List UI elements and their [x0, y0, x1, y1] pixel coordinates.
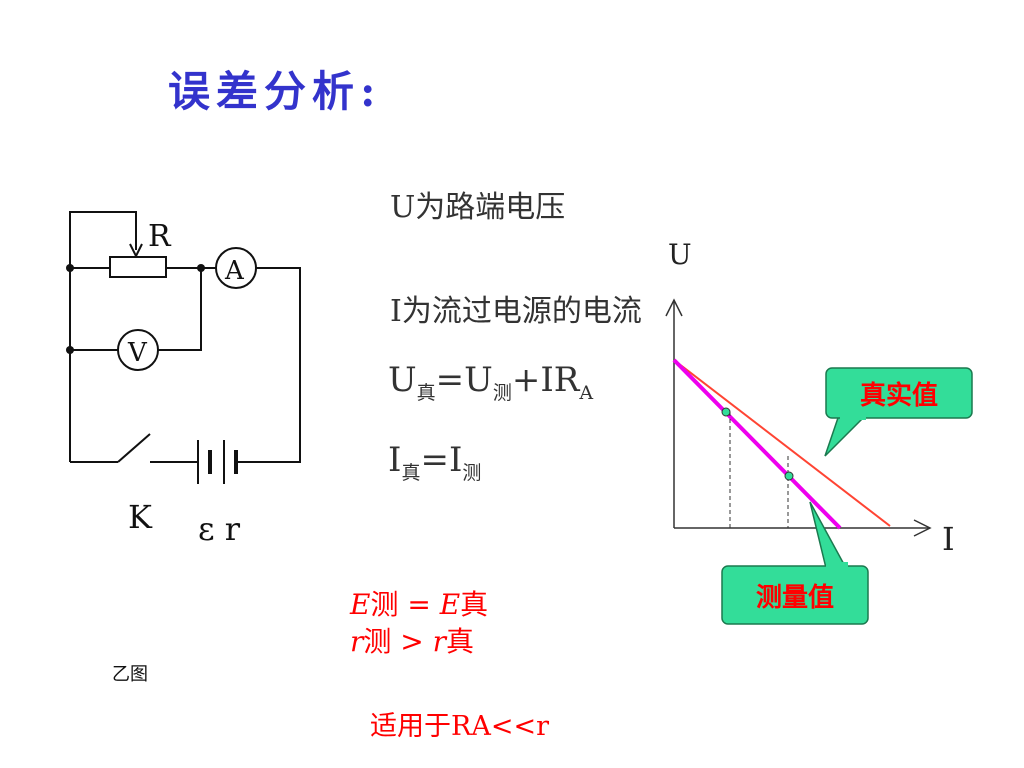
label-k: K [128, 498, 153, 536]
axis-label-i: I [942, 520, 955, 558]
data-point-1 [721, 407, 731, 417]
callout-true-value: 真实值 [824, 367, 973, 457]
i-description: I为流过电源的电流 [390, 294, 642, 329]
rheostat-body [109, 256, 167, 278]
equation-current: I真=I测 [388, 440, 482, 484]
callout-true-text: 真实值 [860, 380, 938, 411]
callout-measured-value: 测量值 [721, 501, 869, 625]
rheostat-wire [69, 211, 137, 268]
data-point-2 [784, 471, 794, 481]
label-a: A [224, 256, 245, 286]
page-title: 误差分析: [168, 67, 382, 116]
conclusion-emf: E测 = E真 [350, 588, 489, 621]
applicability-note: 适用于RA<<r [370, 711, 549, 742]
label-v: V [127, 338, 148, 368]
equation-voltage: U真=U测+IRA [388, 360, 594, 404]
ui-graph: U I 真实值 测量值 [665, 238, 973, 625]
measured-value-line [672, 358, 842, 530]
callout-measured-text: 测量值 [756, 583, 834, 613]
u-description: U为路端电压 [390, 190, 566, 225]
true-value-line [673, 359, 891, 527]
switch-k [117, 433, 151, 463]
label-emf: ε r [198, 510, 241, 548]
figure-caption: 乙图 [112, 664, 148, 685]
conclusion-resistance: r测 > r真 [350, 625, 475, 658]
label-r: R [148, 219, 172, 254]
axis-label-u: U [668, 238, 692, 271]
circuit-diagram: R A V K ε r [66, 211, 301, 548]
